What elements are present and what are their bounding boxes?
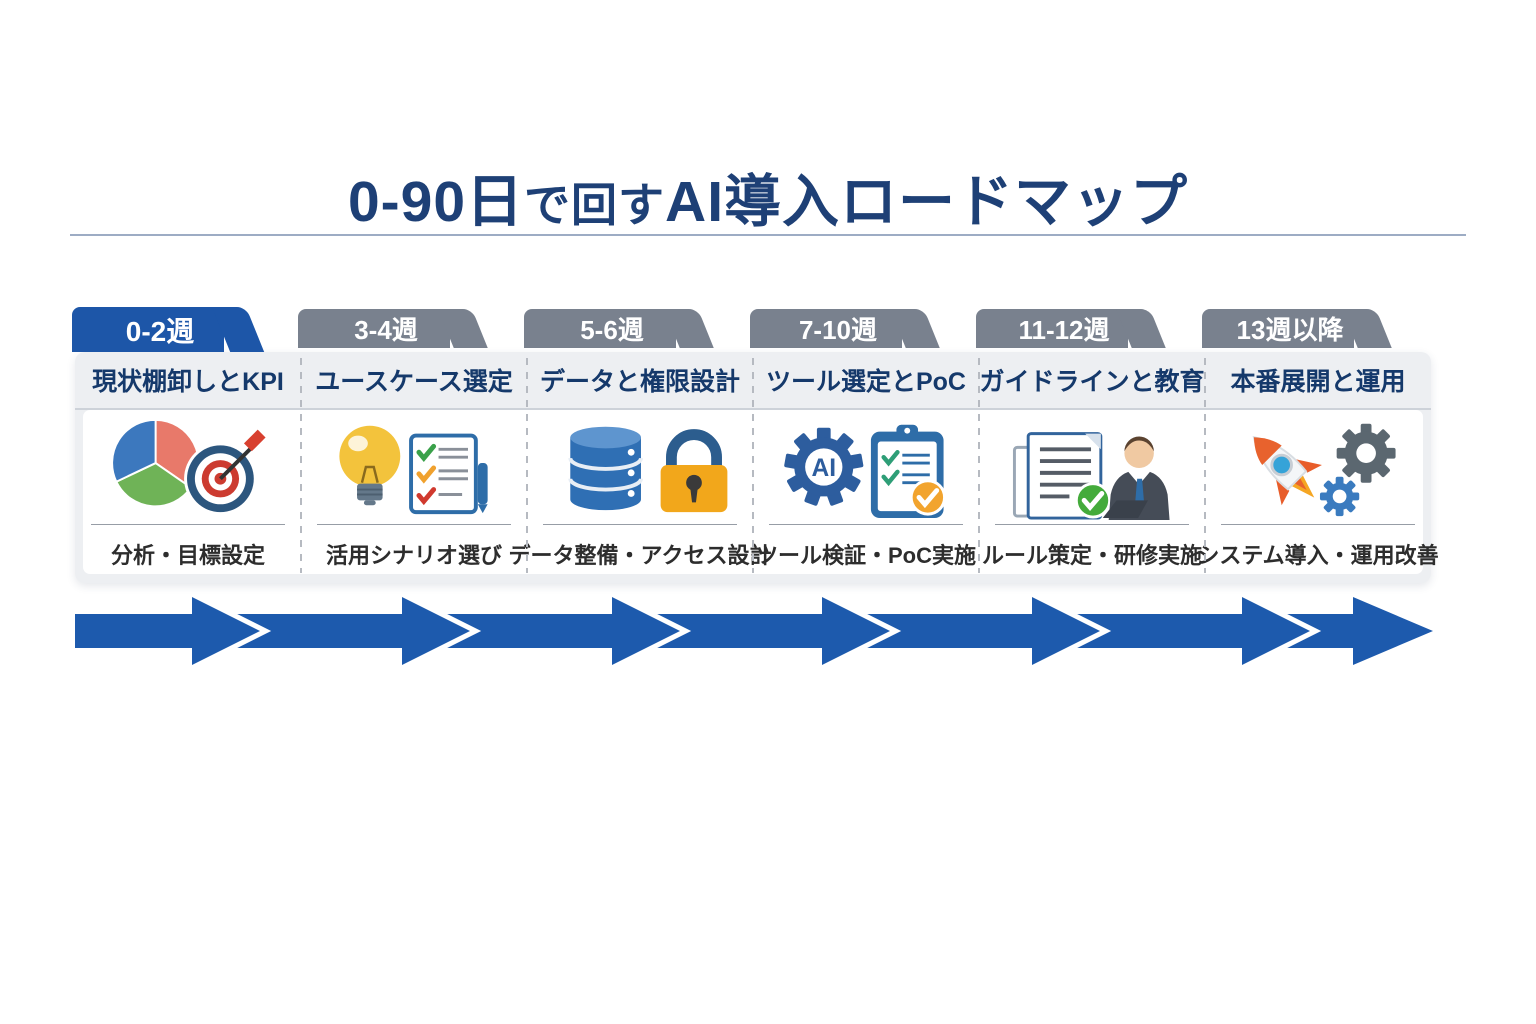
caption-divider bbox=[91, 524, 285, 525]
phase-heading: 本番展開と運用 bbox=[1230, 368, 1406, 396]
phase-column-4: ツール選定とPoC AI ツール検証・PoC実施 bbox=[752, 352, 979, 583]
svg-text:AI: AI bbox=[812, 455, 837, 482]
tab-week-2: 3-4週 bbox=[298, 309, 490, 348]
phase-heading: ユースケース選定 bbox=[315, 368, 513, 396]
phase-column-3: データと権限設計 データ整備・アクセス設計 bbox=[508, 352, 772, 583]
timeline-arrow bbox=[75, 594, 1443, 668]
title-main: AI導入ロードマップ bbox=[665, 170, 1189, 234]
tab-label: 0-2週 bbox=[125, 315, 195, 347]
tab-shape bbox=[1202, 309, 1354, 348]
ai-gear-clipboard-icon: AI bbox=[753, 408, 979, 524]
phase-caption: ツール検証・PoC実施 bbox=[755, 543, 976, 568]
phase-caption: システム導入・運用改善 bbox=[1197, 543, 1439, 568]
lightbulb-checklist-icon bbox=[301, 408, 527, 524]
tab-label: 7-10週 bbox=[798, 315, 878, 345]
caption-divider bbox=[1221, 524, 1415, 525]
document-person-icon bbox=[979, 408, 1205, 524]
phase-caption: データ整備・アクセス設計 bbox=[508, 543, 772, 568]
tab-week-1: 0-2週 bbox=[72, 307, 265, 352]
database-lock-icon bbox=[527, 408, 753, 524]
phase-heading: ガイドラインと教育 bbox=[979, 368, 1205, 396]
pie-chart-target-icon bbox=[75, 408, 301, 524]
phase-caption: ルール策定・研修実施 bbox=[981, 543, 1202, 568]
phase-caption: 活用シナリオ選び bbox=[325, 543, 502, 568]
tab-label: 11-12週 bbox=[1018, 315, 1110, 345]
phase-heading: データと権限設計 bbox=[539, 368, 740, 396]
tab-shape bbox=[750, 309, 902, 348]
title-weeks: 0-90日 bbox=[347, 170, 525, 234]
tab-shape bbox=[298, 309, 450, 348]
phase-column-1: 現状棚卸しとKPI 分析・目標設定 bbox=[75, 352, 301, 583]
rocket-gears-icon bbox=[1205, 408, 1431, 524]
page-title: 0-90日で回すAI導入ロードマップ bbox=[0, 156, 1536, 238]
phase-columns: 現状棚卸しとKPI 分析・目標設定 ユースケース選定 bbox=[75, 352, 1439, 583]
tab-label: 13週以降 bbox=[1236, 315, 1344, 345]
tab-shape bbox=[524, 309, 676, 348]
tab-shape bbox=[72, 307, 224, 352]
phase-heading: 現状棚卸しとKPI bbox=[92, 368, 284, 396]
caption-divider bbox=[543, 524, 737, 525]
phase-caption: 分析・目標設定 bbox=[110, 543, 265, 568]
phase-heading: ツール選定とPoC bbox=[765, 368, 966, 396]
tab-week-4: 7-10週 bbox=[750, 309, 942, 348]
caption-divider bbox=[769, 524, 963, 525]
title-divider bbox=[70, 234, 1466, 236]
phase-column-5: ガイドラインと教育 ルール策定・研修実施 bbox=[978, 352, 1205, 583]
title-connector: で回す bbox=[524, 179, 666, 231]
tab-week-3: 5-6週 bbox=[524, 309, 716, 348]
phase-column-6: 本番展開と運用 システム導入・運用改善 bbox=[1197, 352, 1439, 583]
caption-divider bbox=[317, 524, 511, 525]
phase-column-2: ユースケース選定 活用シナリオ選び bbox=[300, 352, 527, 583]
tab-week-5: 11-12週 bbox=[976, 309, 1168, 348]
tab-label: 3-4週 bbox=[354, 315, 418, 345]
caption-divider bbox=[995, 524, 1189, 525]
roadmap-card: 現状棚卸しとKPI 分析・目標設定 ユースケース選定 bbox=[75, 352, 1439, 583]
tab-week-6: 13週以降 bbox=[1202, 309, 1394, 348]
tab-label: 5-6週 bbox=[580, 315, 644, 345]
tab-shape bbox=[976, 309, 1128, 348]
